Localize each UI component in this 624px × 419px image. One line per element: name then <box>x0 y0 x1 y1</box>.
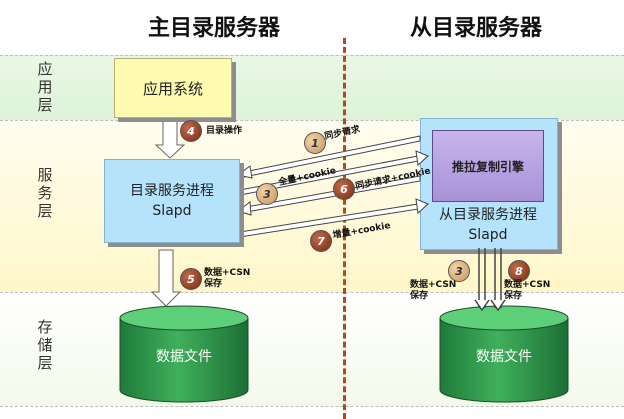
slave-data-cylinder <box>439 305 569 403</box>
incremental-cookie-arrow <box>239 198 429 238</box>
sync-request-arrow <box>236 135 421 179</box>
slave-data-label: 数据文件 <box>476 349 532 365</box>
step-3-slave-badge: 3 <box>448 260 470 282</box>
slave-save-arrow-8 <box>490 248 506 312</box>
storage-layer-label: 存储层 <box>37 318 53 372</box>
server-divider <box>343 38 346 419</box>
step-8-badge: 8 <box>508 260 530 282</box>
full-cookie-arrow <box>239 150 429 196</box>
push-pull-engine-box: 推拉复制引擎 <box>432 130 544 202</box>
step-3-slave-label: 数据+CSN 保存 <box>410 280 456 302</box>
slave-process-label: 从目录服务进程 Slapd <box>420 205 556 245</box>
master-server-title: 主目录服务器 <box>148 16 281 41</box>
service-layer-label: 服务层 <box>37 166 53 220</box>
step-5-badge: 5 <box>180 268 202 290</box>
master-data-label: 数据文件 <box>156 349 212 365</box>
step-8-label-line1: 数据+CSN <box>504 280 551 290</box>
step-5-label-line1: 数据+CSN <box>204 268 251 278</box>
master-process-name: 目录服务进程 <box>130 183 214 199</box>
step-4-label: 目录操作 <box>206 126 243 136</box>
step-3-slave-label-line1: 数据+CSN <box>410 280 457 290</box>
step-4-badge: 4 <box>180 120 202 142</box>
step-5-label: 数据+CSN 保存 <box>204 268 250 290</box>
step-8-label-line2: 保存 <box>504 291 523 301</box>
step-3-slave-label-line2: 保存 <box>410 291 429 301</box>
sync-request-cookie-arrow <box>236 175 421 216</box>
step-1-badge: 1 <box>304 132 326 154</box>
application-layer-label: 应用层 <box>37 60 53 114</box>
directory-operation-arrow <box>154 117 186 159</box>
step-5-label-line2: 保存 <box>204 279 223 289</box>
application-system-box: 应用系统 <box>114 58 232 118</box>
slave-slapd-label: Slapd <box>468 227 508 243</box>
master-slapd-label: Slapd <box>152 203 192 219</box>
slave-server-title: 从目录服务器 <box>410 16 543 41</box>
application-system-label: 应用系统 <box>142 79 203 98</box>
master-process-box: 目录服务进程 Slapd <box>104 159 240 243</box>
step-6-badge: 6 <box>333 178 355 200</box>
layer-divider <box>0 406 624 407</box>
application-layer-band <box>0 55 624 120</box>
layer-divider <box>0 120 624 121</box>
master-data-cylinder <box>119 305 249 403</box>
slave-save-arrow-3 <box>474 248 490 312</box>
layer-divider <box>0 55 624 56</box>
master-save-arrow <box>150 249 182 307</box>
slave-process-name: 从目录服务进程 <box>439 207 537 223</box>
engine-label: 推拉复制引擎 <box>451 159 524 174</box>
step-7-badge: 7 <box>310 230 332 252</box>
layer-divider <box>0 292 624 293</box>
step-3-badge: 3 <box>256 183 278 205</box>
step-8-label: 数据+CSN 保存 <box>504 280 550 302</box>
